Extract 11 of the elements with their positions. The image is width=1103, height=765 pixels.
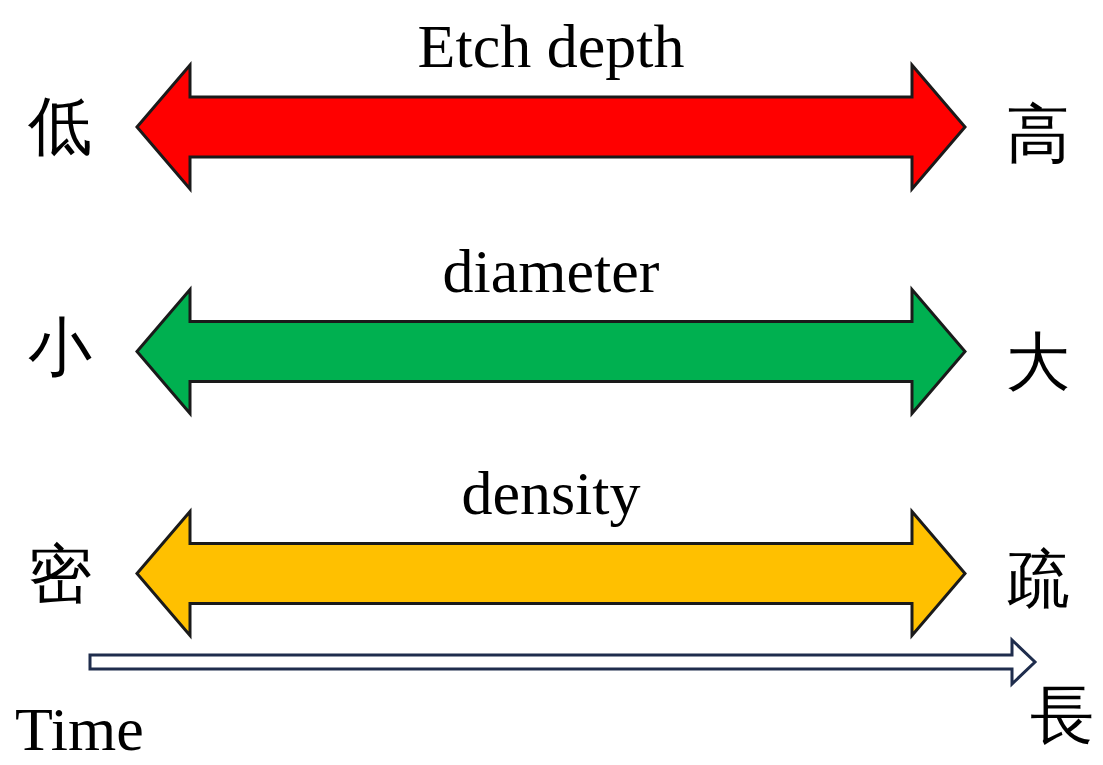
text-label: 密 bbox=[25, 540, 95, 610]
text-label: 高 bbox=[1003, 100, 1073, 170]
double-arrow bbox=[135, 285, 967, 418]
axis-label: Time bbox=[15, 698, 144, 760]
text-label: 小 bbox=[25, 313, 95, 383]
text-label: 低 bbox=[25, 92, 95, 162]
text-label: 疏 bbox=[1003, 545, 1073, 615]
double-arrow bbox=[135, 507, 967, 640]
double-arrow bbox=[135, 60, 967, 194]
axis-label: 長 bbox=[1030, 684, 1094, 748]
text-label: 大 bbox=[1003, 328, 1073, 398]
